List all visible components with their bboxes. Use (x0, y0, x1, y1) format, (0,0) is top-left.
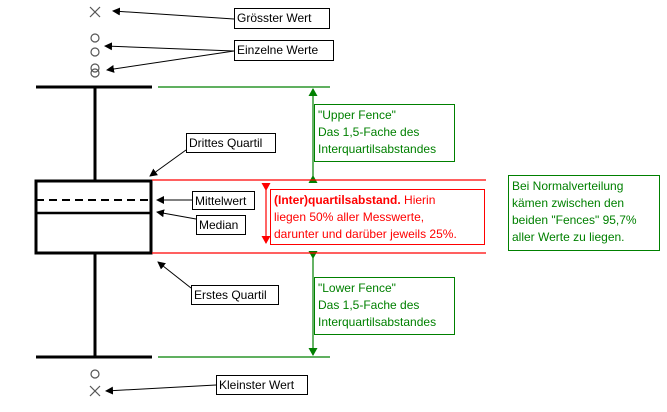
upper-fence-line3: Interquartilsabstandes (318, 142, 437, 156)
arrow-min-value (105, 384, 217, 395)
arrow-outlier-1 (104, 42, 235, 52)
upper-fence-note: "Upper Fence" Das 1,5-Fache des Interqua… (314, 104, 455, 162)
iqr-line2: liegen 50% aller Messwerte, (274, 210, 425, 224)
lower-fence-title: "Lower Fence" (318, 281, 396, 295)
lower-fence-line2: Das 1,5-Fache des (318, 298, 420, 312)
interquartile-box (34, 179, 153, 255)
arrow-first-quartile (157, 261, 192, 289)
iqr-line3: darunter und darüber jeweils 25%. (274, 227, 457, 241)
label-max-value: Grösster Wert (234, 8, 330, 29)
arrow-max-value (112, 7, 235, 20)
label-outliers: Einzelne Werte (234, 40, 334, 61)
arrow-outlier-2 (106, 50, 235, 73)
iqr-line1-rest: Hierin (400, 193, 436, 207)
upper-fence-line2: Das 1,5-Fache des (318, 125, 420, 139)
arrow-third-quartile (149, 149, 187, 177)
label-first-quartile: Erstes Quartil (191, 285, 279, 305)
label-mean: Mittelwert (192, 191, 255, 210)
outlier-marker (90, 33, 100, 43)
outlier-marker (90, 68, 100, 78)
iqr-note: (Inter)quartilsabstand. Hierin liegen 50… (270, 189, 485, 245)
normal-note-line2: kämen zwischen den (512, 196, 625, 210)
lower-fence-line3: Interquartilsabstandes (318, 315, 437, 329)
label-median: Median (196, 215, 246, 235)
normal-note-line1: Bei Normalverteilung (512, 179, 624, 193)
arrow-median (156, 209, 197, 220)
outlier-marker (90, 369, 100, 379)
outlier-marker (90, 63, 100, 73)
iqr-line1: (Inter)quartilsabstand. Hierin (274, 192, 481, 209)
outlier-marker (90, 47, 100, 57)
iqr-title: (Inter)quartilsabstand. (274, 193, 401, 207)
normal-distribution-note: Bei Normalverteilung kämen zwischen den … (508, 175, 660, 251)
min-value-marker (89, 385, 101, 397)
normal-note-line3: beiden "Fences" 95,7% (512, 213, 637, 227)
lower-fence-note: "Lower Fence" Das 1,5-Fache des Interqua… (314, 277, 455, 335)
label-min-value: Kleinster Wert (216, 375, 308, 395)
upper-fence-title: "Upper Fence" (318, 108, 396, 122)
label-third-quartile: Drittes Quartil (186, 133, 276, 153)
normal-note-line4: aller Werte zu liegen. (512, 230, 625, 244)
max-value-marker (89, 6, 101, 18)
